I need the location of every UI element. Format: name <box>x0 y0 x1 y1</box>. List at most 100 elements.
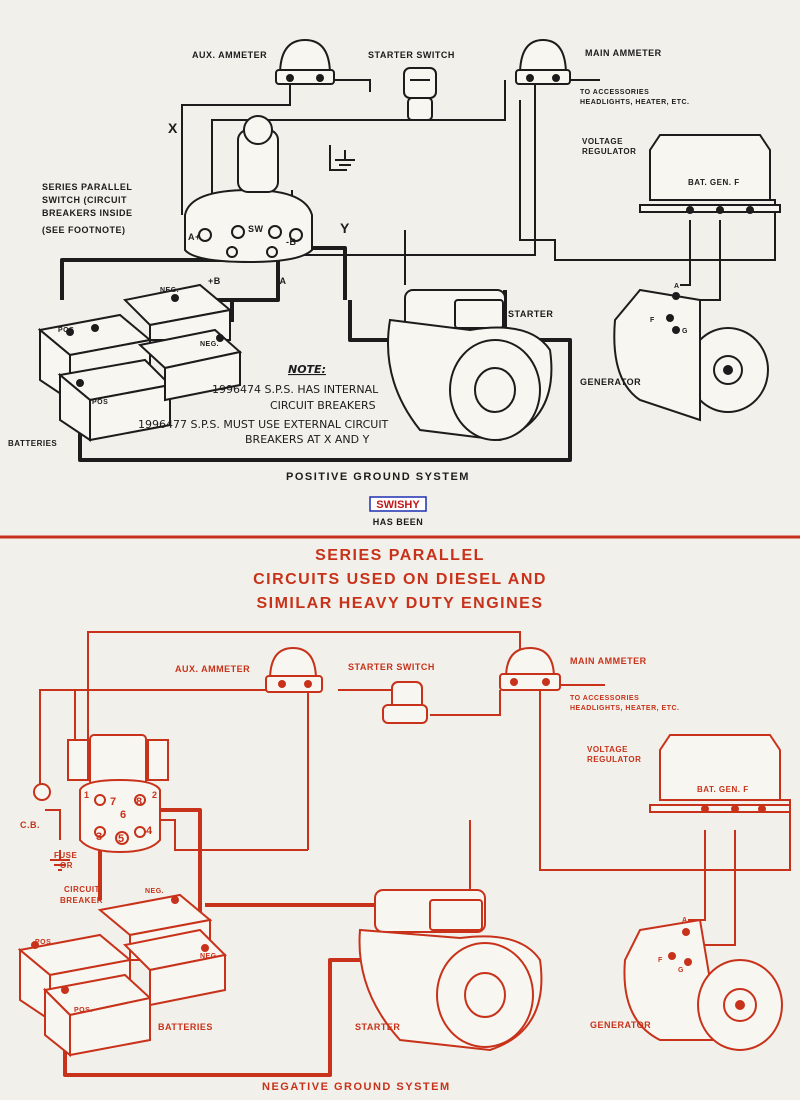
top-note-line-4: BREAKERS AT X AND Y <box>245 433 370 446</box>
top-wire-minusb <box>298 246 347 300</box>
top-label-gen-f: F <box>650 317 655 324</box>
bottom-label-regulator: REGULATOR <box>587 755 641 764</box>
bottom-label-breaker: BREAKER <box>60 896 103 905</box>
top-ground-symbol <box>335 150 355 171</box>
bottom-label-voltage: VOLTAGE <box>587 745 628 754</box>
bottom-label-or: OR <box>60 861 73 870</box>
top-label-term-plus-b: +B <box>208 276 221 286</box>
bottom-label-neg-1: NEG. <box>145 888 164 895</box>
bottom-wire-switch-to-main <box>430 690 501 716</box>
top-label-pos-2: POS <box>92 399 108 406</box>
bottom-label-cb: C.B. <box>20 820 40 830</box>
top-note-line-1: 1996474 S.P.S. HAS INTERNAL <box>212 383 379 396</box>
bottom-label-accessories-1: TO ACCESSORIES <box>570 695 639 702</box>
top-label-voltage: VOLTAGE <box>582 137 623 146</box>
top-label-term-minus-a: -A <box>276 276 287 286</box>
bottom-label-starter: STARTER <box>355 1022 400 1032</box>
top-wire-to-starter <box>348 300 392 342</box>
top-label-starter: STARTER <box>508 309 553 319</box>
top-label-y: Y <box>340 220 350 236</box>
bottom-label-circuit: CIRCUIT <box>64 885 100 894</box>
bottom-generator <box>623 918 783 1051</box>
top-label-term-sw: SW <box>248 224 264 234</box>
top-note-line-2: CIRCUIT BREAKERS <box>270 399 376 412</box>
bottom-label-starter-switch: STARTER SWITCH <box>348 662 435 672</box>
bottom-titles: SERIES PARALLEL CIRCUITS USED ON DIESEL … <box>253 547 547 612</box>
top-label-starter-switch: STARTER SWITCH <box>368 50 455 60</box>
top-label-neg-2: NEG. <box>200 341 219 348</box>
bottom-main-ammeter <box>499 646 561 691</box>
bottom-label-pos-2: POS. <box>74 1007 93 1014</box>
top-aux-ammeter <box>275 38 335 85</box>
top-label-system: POSITIVE GROUND SYSTEM <box>286 471 470 483</box>
top-label-term-minus-b: -B <box>286 237 297 247</box>
bottom-label-t4: 4 <box>146 825 153 837</box>
top-label-gen-a: A <box>674 283 680 290</box>
top-label-regulator: REGULATOR <box>582 147 636 156</box>
top-diagram <box>37 38 781 462</box>
bottom-wire-t7 <box>150 808 202 930</box>
bottom-label-reg-terminals: BAT. GEN. F <box>697 785 749 794</box>
top-label-accessories-2: HEADLIGHTS, HEATER, ETC. <box>580 99 689 106</box>
top-label-pos-1: POS <box>58 327 74 334</box>
bottom-voltage-regulator <box>649 734 791 813</box>
bottom-wire-fuse <box>45 809 61 840</box>
top-label-neg-1: NEG. <box>160 287 179 294</box>
bottom-label-t8: 8 <box>136 796 143 808</box>
bottom-label-gen-f: F <box>658 957 663 964</box>
bottom-label-system: NEGATIVE GROUND SYSTEM <box>262 1081 451 1093</box>
bottom-wire-switch-right <box>160 819 308 851</box>
top-voltage-regulator <box>639 134 781 214</box>
top-wire-regulator-bat <box>519 100 776 261</box>
bottom-label-accessories-2: HEADLIGHTS, HEATER, ETC. <box>570 705 679 712</box>
bottom-label-t3: 3 <box>96 831 103 843</box>
bottom-label-main-ammeter: MAIN AMMETER <box>570 656 647 666</box>
bottom-ground-symbol <box>50 850 70 871</box>
top-main-ammeter <box>515 38 571 85</box>
top-note-title: NOTE: <box>288 363 326 376</box>
bottom-wire-cb <box>39 689 76 790</box>
top-label-aux-ammeter: AUX. AMMETER <box>192 50 267 60</box>
top-starter-switch <box>403 67 437 121</box>
top-wire-aux-to-switch <box>318 79 371 92</box>
bottom-label-t6: 6 <box>120 809 127 821</box>
bottom-title-2: CIRCUITS USED ON DIESEL AND <box>253 571 547 588</box>
bottom-label-gen-g: G <box>678 967 684 974</box>
top-wire-plusb-to-battery <box>60 258 226 300</box>
top-series-parallel-switch <box>184 115 313 264</box>
top-generator <box>613 288 769 422</box>
top-labels: AUX. AMMETER STARTER SWITCH MAIN AMMETER… <box>8 48 740 483</box>
bottom-label-gen-a: A <box>682 917 688 924</box>
top-label-main-ammeter: MAIN AMMETER <box>585 48 662 58</box>
top-wire-gen-a <box>680 220 691 286</box>
top-batteries <box>37 283 243 442</box>
top-label-x: X <box>168 120 178 136</box>
bottom-starter-motor <box>358 889 543 1052</box>
top-label-reg-terminals: BAT. GEN. F <box>688 178 740 187</box>
bottom-title-1: SERIES PARALLEL <box>315 547 485 564</box>
bottom-label-t7: 7 <box>110 796 117 808</box>
bottom-label-neg-2: NEG <box>200 953 217 960</box>
bottom-title-3: SIMILAR HEAVY DUTY ENGINES <box>256 595 543 612</box>
top-wire-ground-lead <box>329 145 345 171</box>
top-label-batteries: BATTERIES <box>8 439 57 448</box>
top-label-sps-1: SERIES PARALLEL <box>42 182 132 192</box>
bottom-wire-top-loop <box>87 631 521 760</box>
bottom-batteries <box>17 893 228 1058</box>
bottom-label-generator: GENERATOR <box>590 1020 651 1030</box>
swishy-logo: SWISHY HAS BEEN <box>369 496 427 527</box>
top-label-generator: GENERATOR <box>580 377 641 387</box>
logo-line-1: SWISHY <box>376 499 420 511</box>
bottom-aux-ammeter <box>265 646 323 693</box>
bottom-label-aux-ammeter: AUX. AMMETER <box>175 664 250 674</box>
bottom-wire-gen-a <box>688 830 706 921</box>
top-label-accessories-1: TO ACCESSORIES <box>580 89 649 96</box>
top-label-sps-4: (SEE FOOTNOTE) <box>42 225 126 235</box>
bottom-starter-switch <box>382 681 428 724</box>
bottom-diagram <box>17 631 791 1077</box>
logo-line-2: HAS BEEN <box>373 517 424 527</box>
top-wire-aux-main <box>211 80 506 215</box>
top-label-sps-3: BREAKERS INSIDE <box>42 208 133 218</box>
